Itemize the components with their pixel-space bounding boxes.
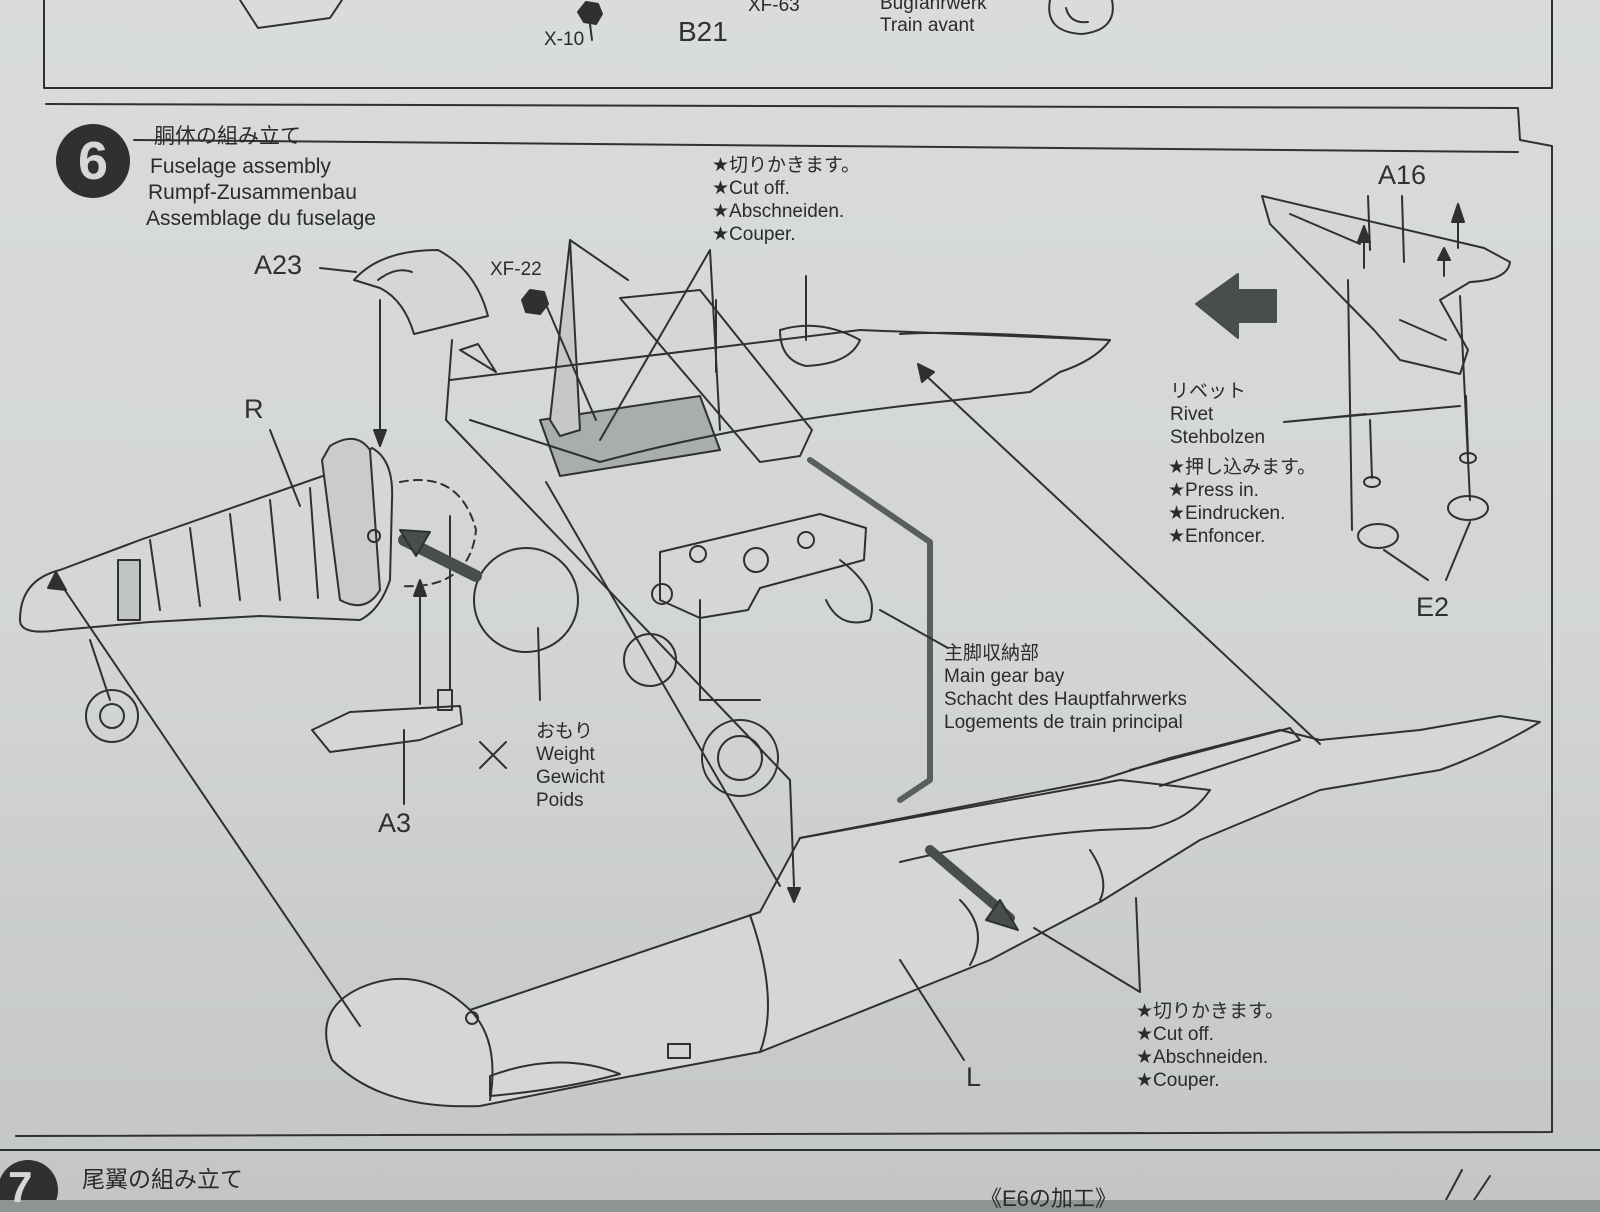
label-r: R	[244, 394, 264, 424]
press-in-fr: ★Enfoncer.	[1168, 526, 1266, 547]
label-train-avant: Train avant	[880, 15, 975, 36]
weight-en: Weight	[536, 744, 595, 765]
rivet-jp: リベット	[1170, 381, 1247, 402]
fuselage-half-l	[325, 715, 1541, 1108]
step6-number: 6	[77, 131, 109, 191]
step6-title-fr: Assemblage du fuselage	[146, 207, 376, 230]
label-xf63: XF-63	[748, 0, 800, 16]
step6-title-en: Fuselage assembly	[150, 155, 331, 178]
step7-number-circle	[0, 1160, 58, 1200]
xf22-hex	[521, 289, 549, 315]
part-fragment-top	[239, 0, 343, 29]
cut-off-top-jp: ★切りかきます。	[712, 155, 861, 176]
step6-title-de: Rumpf-Zusammenbau	[148, 181, 357, 204]
step6-title-jp: 胴体の組み立て	[154, 125, 301, 148]
cut-off-top-de: ★Abschneiden.	[712, 201, 845, 222]
step6-number-badge: 6	[56, 124, 130, 198]
canopy-a23	[353, 249, 489, 335]
label-bugfahrwerk: Bugfahrwerk	[880, 0, 987, 14]
step7-number: 7	[8, 1163, 33, 1212]
step7-title-jp: 尾翼の組み立て	[82, 1166, 243, 1192]
wheel-drawing-top	[1048, 0, 1114, 35]
main-gear-bay	[659, 513, 867, 619]
cut-off-bottom-fr: ★Couper.	[1136, 1070, 1220, 1091]
cut-off-bottom-en: ★Cut off.	[1136, 1024, 1214, 1045]
instrument-panel	[539, 395, 721, 477]
direction-arrow	[1195, 273, 1277, 339]
step6-panel-border	[15, 103, 1553, 1137]
note-press-in: ★押し込みます。 ★Press in. ★Eindrucken. ★Enfonc…	[1168, 456, 1316, 548]
weight-fr: Poids	[536, 790, 584, 811]
weight-de: Gewicht	[536, 767, 605, 788]
top-panel-border	[43, 0, 1553, 89]
main-gear-bay-de: Schacht des Hauptfahrwerks	[944, 689, 1187, 710]
part-a16	[1261, 195, 1511, 375]
main-gear-bay-jp: 主脚収納部	[944, 643, 1040, 664]
label-x10: X-10	[544, 29, 585, 50]
rivet-en: Rivet	[1170, 404, 1214, 425]
label-a3: A3	[378, 808, 412, 838]
note-rivet: リベット Rivet Stehbolzen	[1170, 380, 1265, 449]
label-b21: B21	[678, 16, 728, 47]
label-a23: A23	[254, 250, 303, 280]
cut-off-top-en: ★Cut off.	[712, 178, 790, 199]
label-xf22: XF-22	[490, 259, 542, 280]
press-in-en: ★Press in.	[1168, 480, 1259, 501]
label-a16: A16	[1378, 160, 1427, 190]
label-l: L	[966, 1062, 982, 1092]
note-main-gear-bay: 主脚収納部 Main gear bay Schacht des Hauptfah…	[944, 642, 1187, 734]
cut-off-bottom-jp: ★切りかきます。	[1136, 1001, 1285, 1022]
press-in-jp: ★押し込みます。	[1168, 457, 1317, 478]
weight-jp: おもり	[536, 721, 594, 742]
press-in-de: ★Eindrucken.	[1168, 503, 1286, 524]
note-cut-off-bottom: ★切りかきます。 ★Cut off. ★Abschneiden. ★Couper…	[1136, 1000, 1284, 1092]
main-gear-bay-en: Main gear bay	[944, 666, 1065, 687]
cut-off-bottom-de: ★Abschneiden.	[1136, 1047, 1269, 1068]
xf63-hex	[577, 1, 603, 25]
note-weight: おもり Weight Gewicht Poids	[536, 720, 605, 812]
label-e2: E2	[1416, 592, 1450, 622]
note-cut-off-top: ★切りかきます。 ★Cut off. ★Abschneiden. ★Couper…	[712, 154, 860, 246]
cut-off-top-fr: ★Couper.	[712, 224, 796, 245]
weight-circle	[473, 547, 579, 653]
seat-part-a3	[311, 705, 463, 753]
cockpit-section-r	[19, 447, 394, 633]
rivet-de: Stehbolzen	[1170, 427, 1266, 448]
main-gear-bay-fr: Logements de train principal	[944, 712, 1183, 733]
step7-subnote: 《E6の加工》	[980, 1186, 1117, 1211]
